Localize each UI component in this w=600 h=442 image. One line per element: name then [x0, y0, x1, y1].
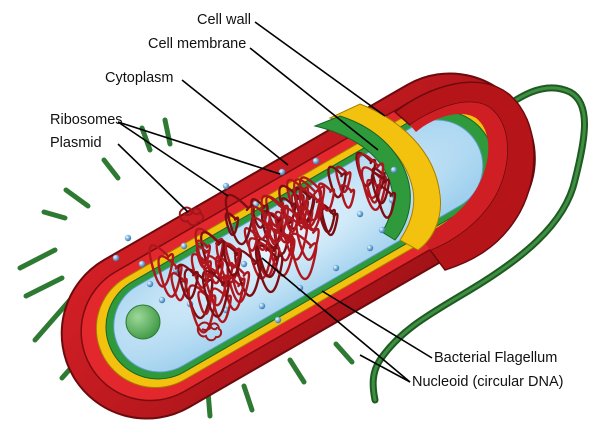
- label-cell-membrane: Cell membrane: [148, 36, 246, 52]
- ribosome: [366, 244, 374, 252]
- ribosome: [112, 254, 120, 262]
- dna-strand: [251, 216, 272, 251]
- label-nucleoid: Nucleoid (circular DNA): [412, 374, 563, 390]
- dna-strand: [290, 193, 310, 225]
- plasmid-2: [196, 321, 223, 342]
- ribosome: [332, 264, 340, 272]
- ribosome: [180, 242, 188, 250]
- pilus: [32, 297, 73, 343]
- ribosome: [390, 166, 398, 174]
- dna-strand: [170, 272, 188, 302]
- dna-strand: [187, 284, 217, 334]
- dna-strand: [357, 153, 385, 199]
- ribosome: [278, 168, 286, 176]
- storage-granule: [125, 304, 161, 340]
- label-ribosomes: Ribosomes: [50, 112, 123, 128]
- label-cytoplasm: Cytoplasm: [105, 70, 174, 86]
- pilus: [139, 125, 153, 153]
- plasmid: [178, 206, 205, 227]
- ribosome: [222, 182, 230, 190]
- dna-strand: [250, 198, 269, 229]
- ribosome: [258, 302, 266, 310]
- label-plasmid: Plasmid: [50, 135, 102, 151]
- pilus: [41, 209, 68, 221]
- dna-strand: [206, 254, 224, 285]
- pilus: [162, 117, 173, 147]
- ribosome: [356, 210, 364, 218]
- pilus: [333, 341, 355, 365]
- dna-strand: [177, 263, 199, 300]
- pilus: [101, 157, 121, 181]
- ribosome: [138, 260, 146, 268]
- capsule-end-cap: [393, 81, 535, 271]
- dna-strand: [250, 205, 272, 240]
- ribosome: [124, 234, 132, 242]
- dna-strand: [224, 211, 240, 236]
- pilus: [287, 357, 307, 385]
- dna-strand: [190, 252, 212, 289]
- dna-strand: [317, 182, 336, 212]
- dna-strand: [210, 287, 232, 323]
- dna-strand: [224, 242, 241, 269]
- pilus: [63, 187, 91, 209]
- dna-strand: [335, 165, 352, 193]
- ribosome: [146, 280, 154, 288]
- ribosome: [296, 284, 304, 292]
- ribosome: [274, 316, 282, 324]
- dna-strand: [148, 244, 175, 288]
- pilus: [241, 383, 255, 413]
- ribosome: [378, 226, 386, 234]
- label-cell-wall: Cell wall: [197, 12, 251, 28]
- dna-strand: [360, 166, 388, 211]
- ribosome: [158, 296, 166, 304]
- dna-strand: [204, 266, 228, 307]
- ribosomes: [112, 157, 398, 324]
- dna-strand: [260, 194, 290, 244]
- dna-strand: [327, 165, 347, 199]
- dna-strand: [340, 183, 356, 209]
- leader-lines: [117, 21, 433, 383]
- dna-strand: [274, 210, 294, 244]
- ribosome: [252, 200, 260, 208]
- dna-strand: [157, 255, 183, 298]
- dna-strand: [355, 151, 377, 188]
- dna-strand: [226, 262, 251, 304]
- dna-strand: [195, 245, 210, 269]
- pilus: [17, 247, 58, 271]
- ribosome: [312, 157, 320, 165]
- dna-strand: [295, 219, 320, 261]
- dna-strand: [298, 176, 326, 221]
- ribosome: [240, 260, 248, 268]
- dna-strand: [195, 239, 212, 265]
- pilus: [23, 275, 65, 299]
- dna-strand: [370, 172, 391, 205]
- dna-strand: [200, 231, 226, 274]
- dna-strand: [321, 206, 339, 236]
- dna-strand: [183, 268, 214, 319]
- label-bacterial-flagellum: Bacterial Flagellum: [434, 350, 557, 366]
